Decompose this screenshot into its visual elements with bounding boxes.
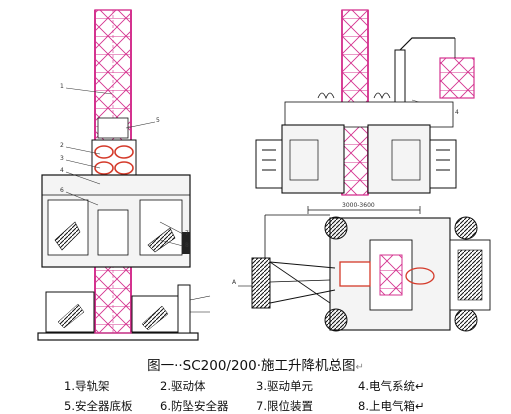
legend-item-7: 7.限位装置 <box>256 398 313 414</box>
caption-end-mark: ↵ <box>355 362 364 373</box>
callout-3: 3 <box>60 155 64 162</box>
legend-num: 1. <box>64 379 75 393</box>
legend-label: 电气系统↵ <box>368 379 425 393</box>
callout-5: 5 <box>156 117 160 124</box>
installation-crane: 4 <box>394 37 475 126</box>
legend-num: 6. <box>160 399 171 413</box>
callout-2: 2 <box>60 142 64 149</box>
callout-6: 6 <box>60 187 64 194</box>
legend-label: 限位装置 <box>266 399 313 413</box>
callout-numbers: 1 2 3 4 5 6 7 8 <box>60 83 189 249</box>
legend-item-2: 2.驱动体 <box>160 378 205 394</box>
svg-text:A: A <box>232 279 237 286</box>
hoist-general-drawing: 1 2 3 4 5 6 7 8 4 <box>37 9 491 341</box>
drive-wheels-plan <box>324 216 478 332</box>
legend-item-6: 6.防坠安全器 <box>160 398 228 414</box>
front-elevation-view: 1 2 3 4 5 6 7 8 <box>37 9 211 341</box>
legend-item-4: 4.电气系统↵ <box>358 378 425 394</box>
dimension-label: 3000-3600 <box>342 202 375 209</box>
callout-leaders <box>65 87 184 247</box>
legend-num: 2. <box>160 379 171 393</box>
callout-1: 1 <box>60 83 64 90</box>
legend-label: 防坠安全器 <box>170 399 229 413</box>
base-foundation <box>37 332 199 341</box>
side-elevation-view: 4 <box>255 9 475 196</box>
legend-num: 4. <box>358 379 369 393</box>
svg-text:4: 4 <box>455 109 459 116</box>
legend-num: 3. <box>256 379 267 393</box>
legend-item-8: 8.上电气箱↵ <box>358 398 425 414</box>
figure-caption-text: 图一··SC200/200·施工升降机总图 <box>147 358 356 374</box>
ground-enclosure <box>45 284 211 334</box>
legend-label: 驱动单元 <box>266 379 313 393</box>
callout-8: 8 <box>185 242 189 249</box>
legend-label: 安全器底板 <box>74 399 133 413</box>
top-frame <box>284 101 454 128</box>
legend-num: 8. <box>358 399 369 413</box>
callout-7: 7 <box>185 230 189 237</box>
figure-caption: 图一··SC200/200·施工升降机总图↵ <box>0 354 511 374</box>
legend-item-1: 1.导轨架 <box>64 378 109 394</box>
legend-label: 上电气箱↵ <box>368 399 425 413</box>
callout-4: 4 <box>60 167 64 174</box>
dimension-line: 3000-3600 <box>307 202 421 214</box>
legend-label: 导轨架 <box>74 379 110 393</box>
cages-side <box>255 92 457 194</box>
cage-left-elevation <box>41 174 191 268</box>
legend-num: 7. <box>256 399 267 413</box>
wall-tie-frame: A <box>232 214 336 309</box>
legend-label: 驱动体 <box>170 379 206 393</box>
legend-item-3: 3.驱动单元 <box>256 378 313 394</box>
legend-num: 5. <box>64 399 75 413</box>
legend-item-5: 5.安全器底板 <box>64 398 132 414</box>
plan-view: 3000-3600 A <box>232 202 491 332</box>
